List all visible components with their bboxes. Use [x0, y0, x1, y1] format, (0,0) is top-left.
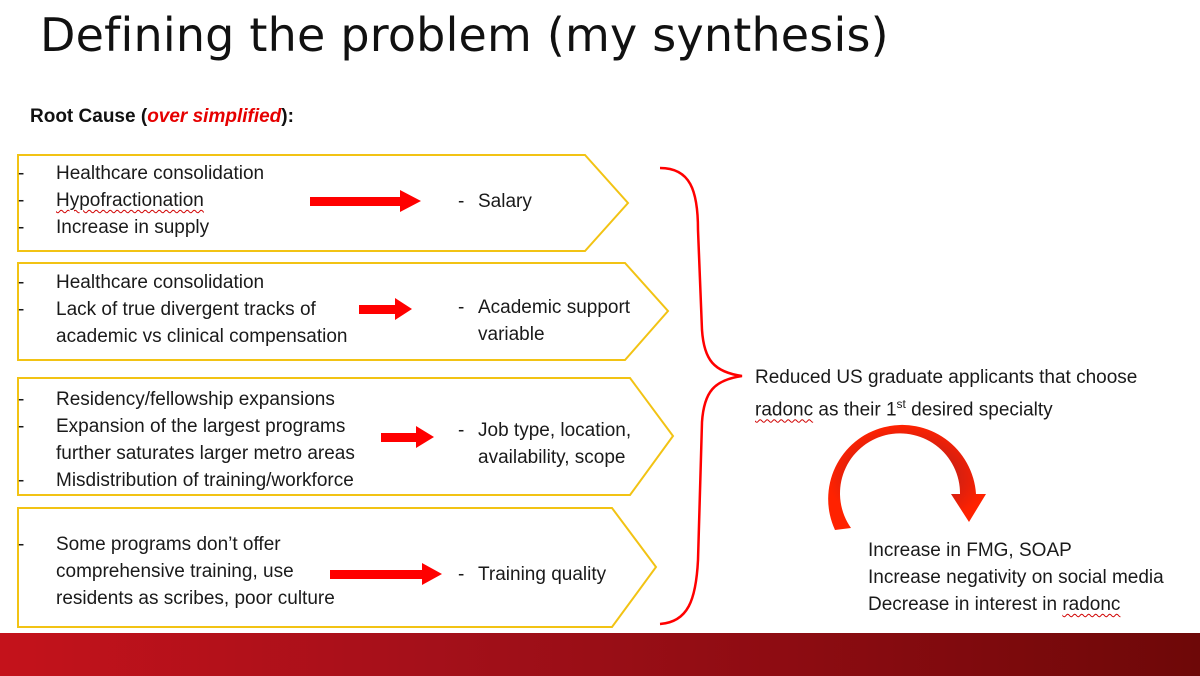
outcome-item-text: Decrease in interest in [868, 594, 1063, 615]
effect-line-2: radonc as their 1st desired specialty [755, 391, 1175, 423]
result-item-continued: availability, scope [478, 447, 626, 468]
result-3: Job type, location, availability, scope [458, 417, 631, 471]
effect-line-1: Reduced US graduate applicants that choo… [755, 367, 1138, 388]
root-cause-prefix: Root Cause ( [30, 106, 148, 127]
cause-item-continued: comprehensive training, use [56, 561, 294, 582]
cause-item: Residency/fellowship expansions [18, 386, 355, 413]
effect-radonc: radonc [755, 399, 814, 421]
outcome-item: Increase negativity on social media [868, 567, 1164, 588]
cause-list-2: Healthcare consolidation Lack of true di… [18, 269, 348, 350]
cause-item: Expansion of the largest programs [18, 413, 355, 440]
cause-item-text: Hypofractionation [56, 190, 204, 211]
slide-title: Defining the problem (my synthesis) [40, 8, 889, 62]
cause-item-continued: further saturates larger metro areas [56, 443, 355, 464]
outcome-item: Increase in FMG, SOAP [868, 540, 1072, 561]
cause-item: Healthcare consolidation [18, 269, 347, 296]
right-arrow-icon [310, 190, 421, 212]
curly-brace-icon [659, 166, 743, 626]
cause-item: Misdistribution of training/workforce [18, 467, 355, 494]
effect-statement: Reduced US graduate applicants that choo… [755, 364, 1175, 423]
outcome-radonc: radonc [1062, 594, 1121, 615]
root-cause-accent: over simplified [147, 106, 282, 127]
result-item: Academic support [458, 294, 630, 321]
cycle-arrow-icon [828, 424, 986, 530]
result-item: Job type, location, [458, 417, 631, 444]
result-2: Academic support variable [458, 294, 630, 348]
result-item-continued: variable [478, 324, 545, 345]
effect-superscript: st [896, 397, 906, 411]
effect-line-2-mid: as their 1 [813, 399, 897, 421]
result-4: Training quality [458, 561, 606, 588]
right-arrow-icon [330, 563, 442, 585]
bottom-band [0, 633, 1200, 676]
root-cause-suffix: ): [281, 106, 294, 127]
cause-item: Some programs don’t offer [18, 531, 335, 558]
outcome-list: Increase in FMG, SOAP Increase negativit… [868, 537, 1164, 618]
cause-item: Increase in supply [18, 214, 264, 241]
cause-list-1: Healthcare consolidation Hypofractionati… [18, 160, 264, 241]
result-item: Training quality [458, 561, 606, 588]
cause-item-continued: academic vs clinical compensation [56, 326, 348, 347]
cause-item-continued: residents as scribes, poor culture [56, 588, 335, 609]
cause-list-3: Residency/fellowship expansions Expansio… [18, 386, 355, 494]
result-item: Salary [458, 188, 532, 215]
cause-list-4: Some programs don’t offer comprehensive … [18, 531, 335, 612]
outcome-item: Decrease in interest in radonc [868, 591, 1164, 618]
result-1: Salary [458, 188, 532, 215]
right-arrow-icon [381, 426, 434, 448]
effect-line-2-end: desired specialty [905, 399, 1053, 421]
right-arrow-icon [359, 298, 412, 320]
root-cause-heading: Root Cause (over simplified): [30, 106, 294, 128]
cause-item: Healthcare consolidation [18, 160, 264, 187]
cause-item: Hypofractionation [18, 187, 264, 214]
cause-item: Lack of true divergent tracks of [18, 296, 347, 323]
